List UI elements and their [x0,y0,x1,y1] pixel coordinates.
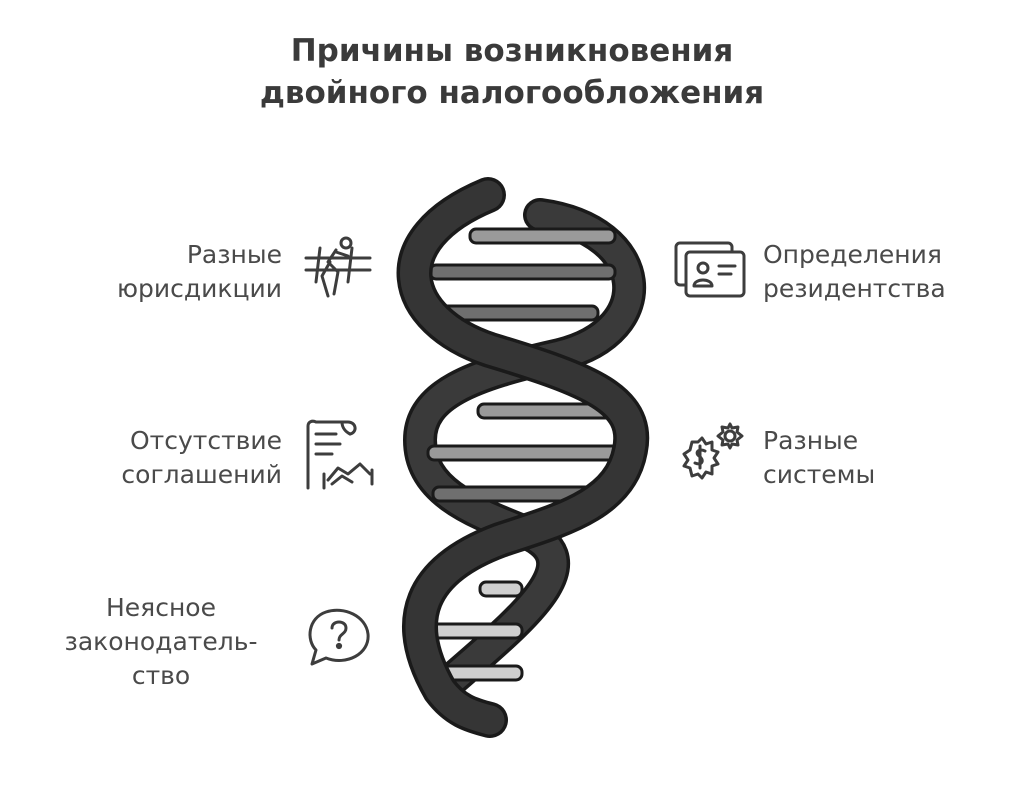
title-line-1: Причины возникновения [290,33,734,69]
label-residency: Определения резидентства [763,240,946,303]
label-agreements: Отсутствие соглашений [121,426,282,489]
rung [478,580,524,598]
helix-strand-back-fill [406,201,643,704]
helix-strand-front-fill [400,180,646,735]
rung [428,622,524,640]
label-jurisdictions: Разные юрисдикции [116,240,282,303]
rungs-top [428,227,617,322]
gear-dollar-icon [672,420,748,492]
contract-handshake-icon [302,418,376,492]
rung [428,263,617,281]
title-line-2: двойного налогообложения [259,75,765,111]
label-systems: Разные системы [763,426,876,489]
rung [468,227,617,245]
rungs-bottom [428,580,524,682]
rungs-middle [426,402,620,503]
question-bubble-icon [302,604,374,672]
fence-jump-icon [300,234,376,304]
page-title: Причины возникновения двойного налогообл… [0,30,1024,114]
rung [426,444,620,462]
label-legislation: Неясное законодатель- ство [64,593,258,690]
id-card-icon [673,240,747,300]
